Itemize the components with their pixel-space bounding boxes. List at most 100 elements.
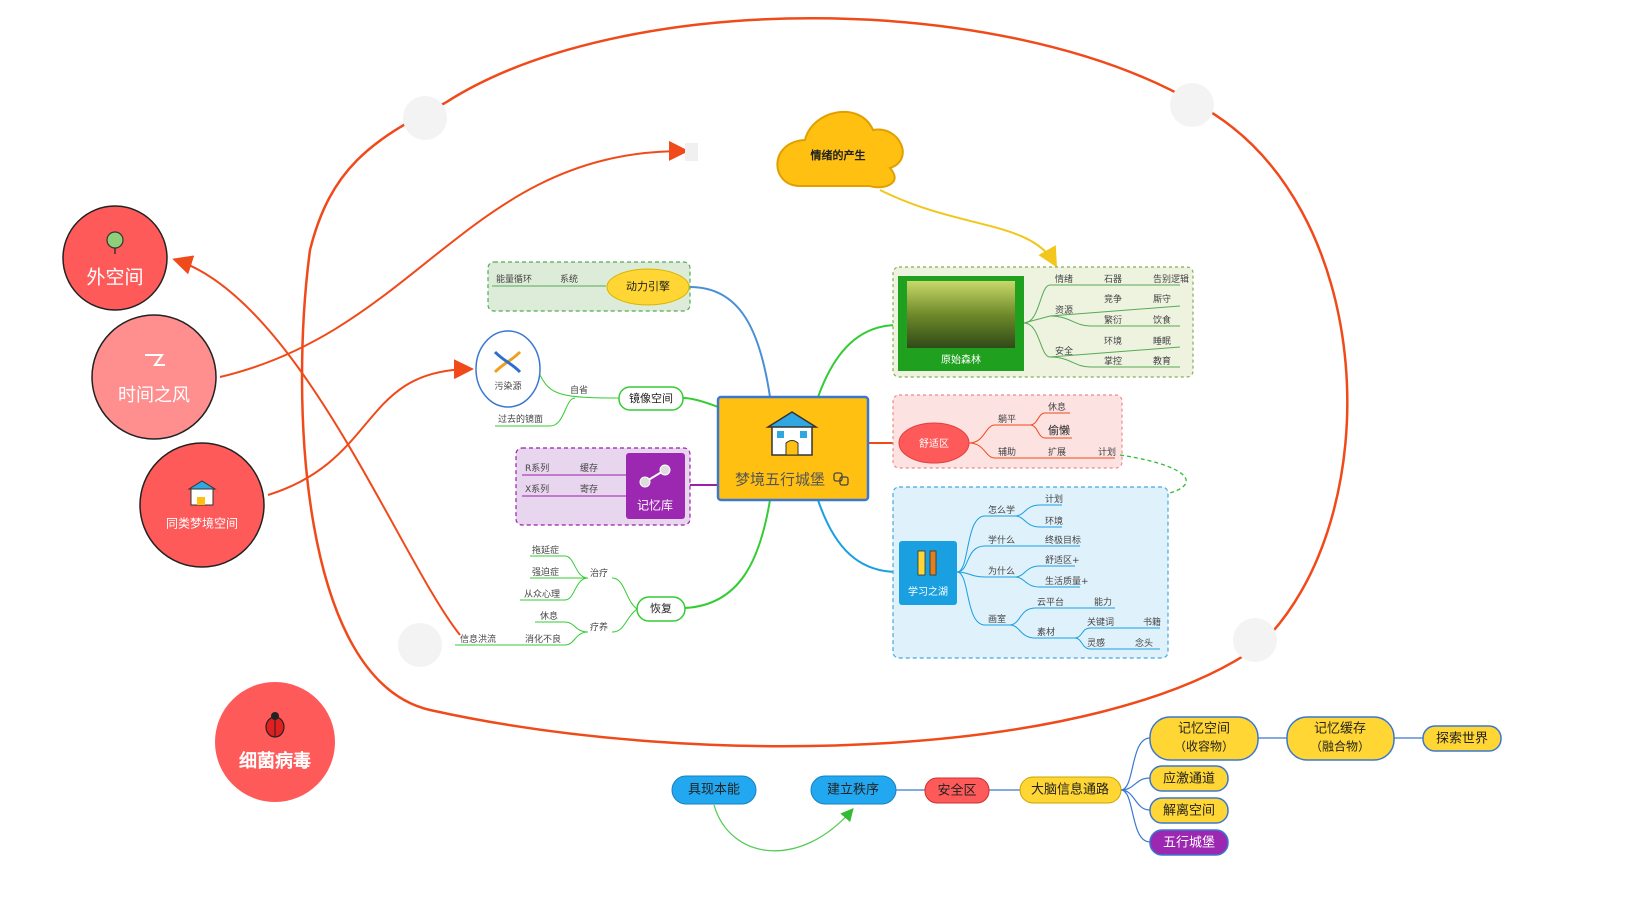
recuperate-item: 消化不良 <box>525 633 561 645</box>
branch-line-mirror <box>682 397 719 408</box>
bacteria-label: 细菌病毒 <box>239 750 311 772</box>
flow-node-explore[interactable]: 探索世界 <box>1436 732 1488 747</box>
central-node[interactable]: 梦境五行城堡 <box>716 395 870 502</box>
memory-item: R系列 <box>525 462 549 474</box>
flow-node-brain-path[interactable]: 大脑信息通路 <box>1031 782 1109 798</box>
pollution-source: 污染源 <box>494 380 521 392</box>
power-engine-group: 能量循环 系统 动力引擎 <box>487 261 691 312</box>
forest-row-name: 安全 <box>1055 345 1073 357</box>
recovery-group: 恢复 治疗 疗养 拖延症 强迫症 从众心理 休息 消化不良 信息洪流 <box>455 544 686 646</box>
forest-row-b: 教育 <box>1153 355 1171 367</box>
forest-node[interactable]: 原始森林 <box>941 353 981 366</box>
forest-row-b: 告别逻辑 <box>1153 273 1189 285</box>
forest-row-b: 厮守 <box>1153 293 1171 305</box>
comfort-item: 偷懒 <box>1048 423 1070 437</box>
power-engine-node[interactable]: 动力引擎 <box>626 279 670 293</box>
recuperate-label: 疗养 <box>590 621 608 633</box>
building-icon <box>187 480 217 506</box>
learning-item: 为什么 <box>988 565 1015 577</box>
power-item: 系统 <box>560 273 578 285</box>
comfort-item: 躺平 <box>998 413 1016 425</box>
similar-dream-label: 同类梦境空间 <box>166 516 238 531</box>
branch-line-recovery <box>684 499 771 609</box>
loop-waypoint <box>403 96 447 140</box>
outer-space-label: 外空间 <box>86 267 143 289</box>
recuperate-item: 信息洪流 <box>460 633 496 645</box>
treatment-label: 治疗 <box>590 567 608 579</box>
forest-image <box>907 281 1015 348</box>
forest-row-a: 环境 <box>1104 335 1122 347</box>
forest-row-a: 石器 <box>1104 274 1122 285</box>
flow-node-stress-channel[interactable]: 应激通道 <box>1163 771 1215 787</box>
cloud-arrow <box>879 189 1057 268</box>
flow-node-order[interactable]: 建立秩序 <box>827 783 879 798</box>
mirror-space-node[interactable]: 镜像空间 <box>629 391 673 405</box>
comfort-item: 休息 <box>1048 401 1066 413</box>
outer-space-circle[interactable]: 外空间 <box>62 205 168 311</box>
link-icon[interactable] <box>833 472 849 486</box>
learning-item: 灵感 <box>1087 637 1105 649</box>
flow-node-castle[interactable]: 五行城堡 <box>1163 835 1215 851</box>
emotion-cloud[interactable]: 情绪的产生 <box>776 111 904 189</box>
comfort-item: 扩展 <box>1048 446 1066 458</box>
castle-icon <box>765 411 819 456</box>
learning-item: 云平台 <box>1037 596 1064 608</box>
learning-item: 终极目标 <box>1045 534 1081 546</box>
forest-row-b: 睡眠 <box>1153 335 1171 347</box>
comfort-node[interactable]: 舒适区 <box>919 437 949 450</box>
learning-item: 怎么学 <box>988 504 1015 516</box>
instinct-to-order-arrow <box>713 804 854 852</box>
globe-icon <box>106 231 124 254</box>
flow-node-memory-cache[interactable]: 记忆缓存 <box>1314 721 1366 737</box>
bacteria-circle[interactable]: 细菌病毒 <box>215 682 335 802</box>
forest-row-name: 情绪 <box>1055 273 1073 285</box>
flow-node-memory-space[interactable]: 记忆空间 <box>1178 721 1230 737</box>
similar-dream-arrow <box>267 359 474 496</box>
dna-icon <box>493 350 522 374</box>
learning-item: 环境 <box>1045 515 1063 527</box>
loop-waypoint <box>1170 83 1214 127</box>
flow-node-instinct[interactable]: 具现本能 <box>688 783 740 798</box>
learning-item: 计划 <box>1045 493 1063 505</box>
time-wind-arrow <box>219 140 689 378</box>
memory-store-node[interactable]: 记忆库 <box>637 498 673 513</box>
learning-node[interactable]: 学习之湖 <box>908 585 948 598</box>
forest-row-a: 掌控 <box>1104 355 1122 367</box>
learning-item: 书籍 <box>1143 616 1161 628</box>
outer-boundary-loop <box>300 17 1349 748</box>
learning-item: 生活质量+ <box>1045 575 1089 587</box>
mirror-space-group: 污染源 自省 过去的镜面 镜像空间 <box>475 330 684 427</box>
flow-node-dissociation[interactable]: 解离空间 <box>1163 803 1215 819</box>
ladybug-icon <box>265 712 285 738</box>
similar-dream-circle[interactable]: 同类梦境空间 <box>139 442 265 568</box>
learning-item: 画室 <box>988 613 1006 625</box>
flow-node-memory-space-sub: （收容物） <box>1174 739 1234 754</box>
central-label: 梦境五行城堡 <box>735 471 825 489</box>
branch-line-learning <box>817 499 899 573</box>
comfort-zone-group: 舒适区 躺平 休息 偷懒 辅助 扩展 计划 <box>892 394 1123 469</box>
memory-item: 寄存 <box>580 483 598 495</box>
learning-item: 能力 <box>1094 596 1112 608</box>
bottom-flow: 具现本能 建立秩序 安全区 大脑信息通路 记忆空间 （收容物） 记忆缓存 （融合… <box>671 716 1502 856</box>
memory-store-group: R系列 缓存 X系列 寄存 记忆库 <box>515 447 691 526</box>
forest-row-b: 饮食 <box>1153 314 1171 326</box>
flow-node-safe-zone[interactable]: 安全区 <box>937 783 976 799</box>
memory-item: 缓存 <box>580 462 598 474</box>
time-wind-circle[interactable]: 时间之风 <box>91 314 217 440</box>
comfort-item: 辅助 <box>998 446 1016 458</box>
arrow-target-placeholder <box>685 143 698 161</box>
treatment-item: 从众心理 <box>524 589 560 600</box>
power-item: 能量循环 <box>496 273 532 285</box>
flow-node-memory-cache-sub: （融合物） <box>1310 739 1370 754</box>
learning-item: 舒适区+ <box>1045 554 1080 566</box>
learning-item: 关键词 <box>1087 616 1114 628</box>
memory-item: X系列 <box>525 483 549 495</box>
dumbbell-icon <box>639 464 671 488</box>
info-flood-arrow <box>172 255 461 636</box>
ruler-pencil-icon <box>917 550 937 576</box>
forest-row-name: 资源 <box>1055 305 1073 316</box>
recovery-node[interactable]: 恢复 <box>650 601 672 615</box>
recuperate-item: 休息 <box>540 610 558 622</box>
branch-line-forest <box>817 324 899 398</box>
